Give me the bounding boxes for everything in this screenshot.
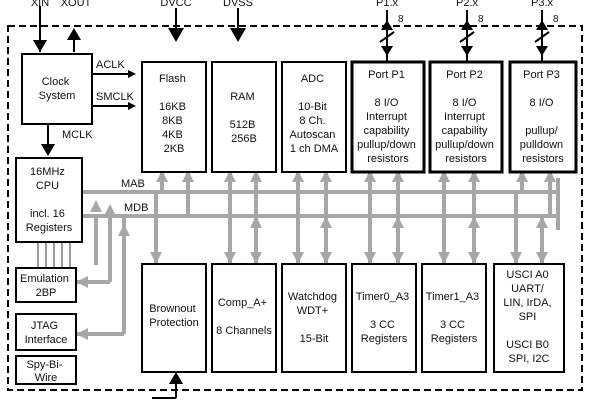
flash-block: Flash 16KB 8KB 4KB 2KB bbox=[141, 61, 207, 173]
mdb-bus: MDB bbox=[82, 202, 558, 218]
usci-block: USCI A0 UART/ LIN, IrDA, SPI USCI B0 SPI… bbox=[493, 263, 565, 373]
p3x-width: 8 bbox=[553, 14, 559, 25]
port-p2-block: Port P2 8 I/O Interrupt capability pullu… bbox=[428, 60, 504, 174]
p2x-width: 8 bbox=[478, 14, 484, 25]
comp-a-block: Comp_A+ 8 Channels bbox=[211, 263, 277, 373]
bus-left-verticals bbox=[76, 200, 130, 340]
brownout-text: Brownout Protection bbox=[149, 303, 199, 329]
jtag-block: JTAG Interface bbox=[15, 313, 77, 351]
dvss-pin: DVSS bbox=[223, 0, 253, 42]
mclk-signal: MCLK bbox=[41, 124, 93, 156]
emulation-text: Emulation 2BP bbox=[20, 273, 72, 299]
port-p1-block: Port P1 8 I/O Interrupt capability pullu… bbox=[350, 60, 426, 174]
timer1-block: Timer1_A3 3 CC Registers bbox=[421, 263, 487, 373]
mdb-label: MDB bbox=[124, 202, 148, 214]
chip-boundary bbox=[7, 25, 583, 391]
port-p2-text: Port P2 8 I/O Interrupt capability pullu… bbox=[435, 69, 497, 165]
cpu-text: 16MHz CPU incl. 16 Registers bbox=[26, 166, 73, 234]
clock-system-block: Clock System bbox=[21, 53, 93, 125]
flash-text: Flash 16KB 8KB 4KB 2KB bbox=[159, 73, 189, 155]
adc-block: ADC 10-Bit 8 Ch. Autoscan 1 ch DMA bbox=[281, 61, 347, 173]
p1x-label: P1.x bbox=[376, 0, 399, 9]
port-p1-text: Port P1 8 I/O Interrupt capability pullu… bbox=[357, 69, 419, 165]
brownout-supply-arrow bbox=[152, 372, 183, 399]
spy-bi-wire-block: Spy-Bi- Wire bbox=[15, 355, 77, 385]
p3x-pin: P3.x 8 bbox=[531, 0, 559, 62]
p1x-pin: P1.x 8 bbox=[376, 0, 404, 62]
usci-text: USCI A0 UART/ LIN, IrDA, SPI USCI B0 SPI… bbox=[503, 269, 554, 365]
dvss-label: DVSS bbox=[223, 0, 253, 9]
mab-label: MAB bbox=[121, 178, 145, 190]
smclk-signal: SMCLK bbox=[92, 91, 136, 110]
port-p3-block: Port P3 8 I/O pullup/ pulldown resistors bbox=[508, 60, 578, 174]
comp-a-text: Comp_A+ 8 Channels bbox=[216, 297, 272, 337]
timer0-block: Timer0_A3 3 CC Registers bbox=[351, 263, 417, 373]
aclk-signal: ACLK bbox=[92, 59, 136, 78]
spy-bi-wire-text: Spy-Bi- Wire bbox=[26, 359, 65, 384]
clock-system-text: Clock System bbox=[39, 76, 76, 102]
aclk-label: ACLK bbox=[96, 59, 125, 71]
adc-text: ADC 10-Bit 8 Ch. Autoscan 1 ch DMA bbox=[290, 73, 339, 155]
p1x-width: 8 bbox=[398, 14, 404, 25]
xin-pin: XIN bbox=[31, 0, 49, 52]
emulation-block: Emulation 2BP bbox=[15, 267, 77, 303]
timer0-text: Timer0_A3 3 CC Registers bbox=[356, 291, 412, 345]
xout-label: XOUT bbox=[61, 0, 92, 9]
timer1-text: Timer1_A3 3 CC Registers bbox=[426, 291, 482, 345]
watchdog-text: Watchdog WDT+ 15-Bit bbox=[288, 291, 340, 345]
p2x-pin: P2.x 8 bbox=[456, 0, 484, 62]
mclk-label: MCLK bbox=[62, 129, 93, 141]
mab-bus: MAB bbox=[82, 178, 558, 194]
cpu-emulation-links bbox=[37, 243, 71, 268]
brownout-block: Brownout Protection bbox=[141, 263, 207, 373]
cpu-block: 16MHz CPU incl. 16 Registers bbox=[15, 157, 83, 243]
dvcc-label: DVCC bbox=[160, 0, 191, 9]
xout-pin: XOUT bbox=[61, 0, 92, 52]
ram-block: RAM 512B 256B bbox=[211, 61, 277, 173]
smclk-label: SMCLK bbox=[96, 91, 135, 103]
port-p3-text: Port P3 8 I/O pullup/ pulldown resistors bbox=[520, 69, 566, 165]
p2x-label: P2.x bbox=[456, 0, 479, 9]
xin-label: XIN bbox=[31, 0, 49, 9]
watchdog-block: Watchdog WDT+ 15-Bit bbox=[281, 263, 347, 373]
upper-bus-connections bbox=[156, 170, 556, 216]
dvcc-pin: DVCC bbox=[160, 0, 192, 42]
lower-bus-connections bbox=[150, 192, 548, 264]
ram-text: RAM 512B 256B bbox=[230, 91, 259, 145]
jtag-text: JTAG Interface bbox=[25, 320, 68, 346]
p3x-label: P3.x bbox=[531, 0, 554, 9]
